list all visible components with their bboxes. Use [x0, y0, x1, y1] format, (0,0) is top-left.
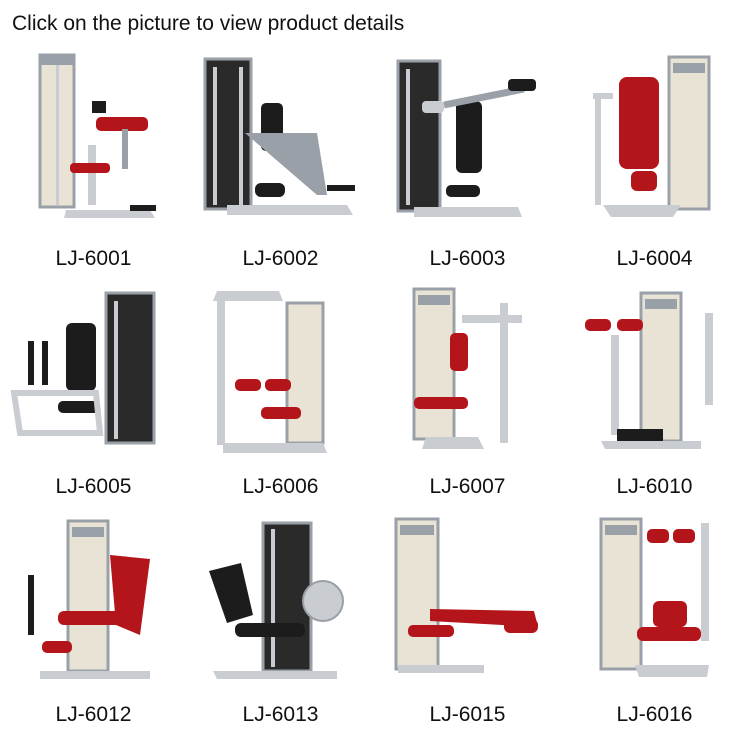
product-model-label: LJ-6015 [429, 703, 506, 726]
product-model-label: LJ-6006 [242, 475, 319, 498]
product-model-label: LJ-6013 [242, 703, 319, 726]
rowing-machine-icon[interactable] [374, 283, 561, 468]
product-model-label: LJ-6003 [429, 247, 506, 270]
product-model-label: LJ-6001 [55, 247, 132, 270]
product-card-lj-6010[interactable]: LJ-6010 [561, 283, 748, 518]
product-model-label: LJ-6012 [55, 703, 132, 726]
product-card-lj-6016[interactable]: LJ-6016 [561, 515, 748, 750]
shoulder-press-machine-icon[interactable] [374, 45, 561, 230]
lat-pulldown-machine-icon[interactable] [187, 283, 374, 468]
product-model-label: LJ-6002 [242, 247, 319, 270]
product-grid: LJ-6001 LJ-6002 LJ-6003 [0, 45, 748, 726]
pec-fly-machine-icon[interactable] [561, 283, 748, 468]
chest-press-machine-icon[interactable] [561, 45, 748, 230]
product-card-lj-6002[interactable]: LJ-6002 [187, 45, 374, 280]
biceps-curl-machine-icon[interactable] [0, 45, 187, 230]
product-card-lj-6001[interactable]: LJ-6001 [0, 45, 187, 280]
product-card-lj-6012[interactable]: LJ-6012 [0, 515, 187, 750]
product-card-lj-6005[interactable]: LJ-6005 [0, 283, 187, 518]
seated-dip-machine-icon[interactable] [0, 283, 187, 468]
product-model-label: LJ-6004 [616, 247, 693, 270]
product-card-lj-6003[interactable]: LJ-6003 [374, 45, 561, 280]
product-card-lj-6015[interactable]: LJ-6015 [374, 515, 561, 750]
page-instruction: Click on the picture to view product det… [12, 12, 405, 35]
product-model-label: LJ-6016 [616, 703, 693, 726]
hip-abductor-machine-icon[interactable] [561, 515, 748, 700]
leg-extension-machine-icon[interactable] [0, 515, 187, 700]
product-card-lj-6007[interactable]: LJ-6007 [374, 283, 561, 518]
triceps-dip-machine-icon[interactable] [187, 45, 374, 230]
product-model-label: LJ-6007 [429, 475, 506, 498]
product-card-lj-6004[interactable]: LJ-6004 [561, 45, 748, 280]
leg-press-machine-icon[interactable] [187, 515, 374, 700]
product-model-label: LJ-6010 [616, 475, 693, 498]
product-card-lj-6013[interactable]: LJ-6013 [187, 515, 374, 750]
product-card-lj-6006[interactable]: LJ-6006 [187, 283, 374, 518]
product-model-label: LJ-6005 [55, 475, 132, 498]
leg-curl-machine-icon[interactable] [374, 515, 561, 700]
